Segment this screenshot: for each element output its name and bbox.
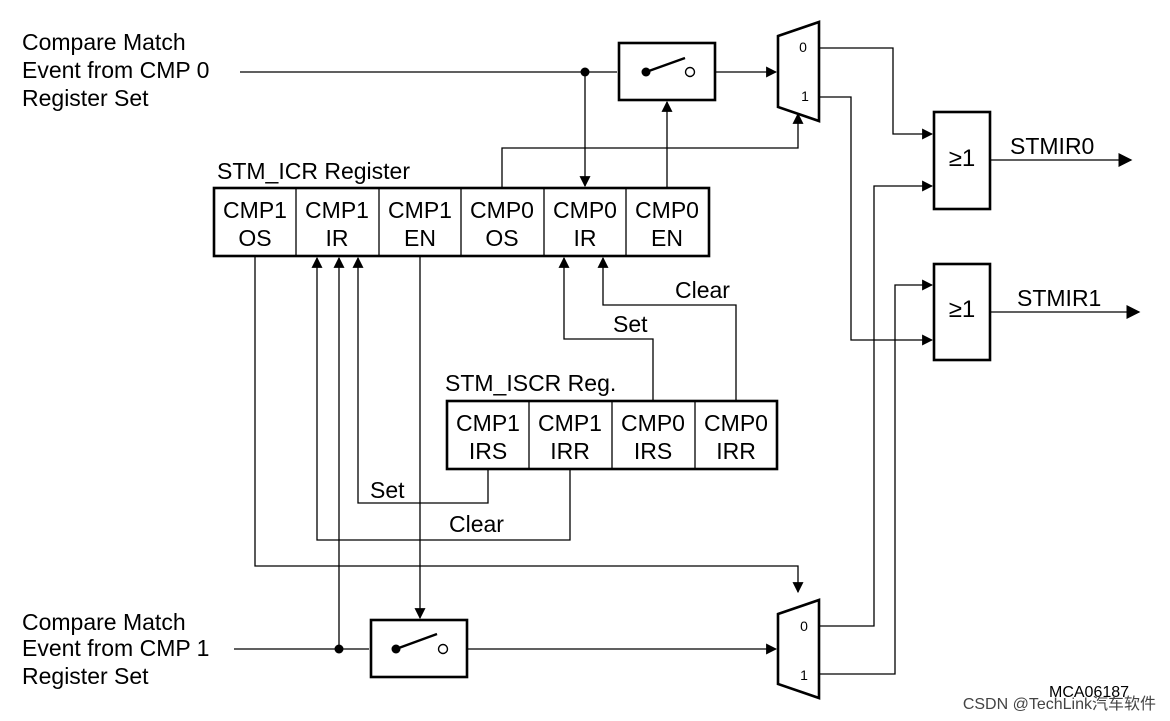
wire-mux-bottom-out1-to-gate1 xyxy=(819,279,934,675)
wire-mux-top-out0-to-gate0 xyxy=(819,47,934,140)
output-stmir1-label: STMIR1 xyxy=(1017,285,1101,311)
wire-cmp0-irs-set xyxy=(558,256,654,401)
icr-cmp0-os-bottom: OS xyxy=(485,225,518,251)
mux-top-input1-label: 1 xyxy=(801,88,809,104)
iscr-cmp0-irr-bottom: IRR xyxy=(716,438,756,464)
icr-cmp0-ir-bottom: IR xyxy=(574,225,597,251)
csdn-watermark: CSDN @TechLink汽车软件 xyxy=(963,695,1156,713)
icr-cmp1-os-bottom: OS xyxy=(238,225,271,251)
icr-cmp1-en-top: CMP1 xyxy=(388,197,452,223)
wire-cmp1-os-to-mux-select xyxy=(254,256,804,594)
icr-register-title: STM_ICR Register xyxy=(217,158,410,184)
icr-cmp1-os-top: CMP1 xyxy=(223,197,287,223)
icr-cmp0-os-top: CMP0 xyxy=(470,197,534,223)
wire-cmp1-irs-set xyxy=(352,256,489,504)
cmp0-label-line3: Register Set xyxy=(22,85,149,111)
cmp1-label-line1: Compare Match xyxy=(22,609,186,635)
or-gate-stmir0-icon: ≥1 xyxy=(932,110,992,211)
or-gate-stmir1-icon: ≥1 xyxy=(932,262,992,362)
wire-mux-top-out1-to-gate1 xyxy=(819,96,934,346)
iscr-register-title: STM_ISCR Reg. xyxy=(445,370,616,396)
iscr-cmp0-irs-bottom: IRS xyxy=(634,438,672,464)
figure-id: MCA06187 xyxy=(1049,684,1129,701)
icr-cmp0-en-bottom: EN xyxy=(651,225,683,251)
mux-bottom-icon: 0 1 xyxy=(776,598,821,700)
icr-register: CMP1 OS CMP1 IR CMP1 EN CMP0 OS CMP0 IR … xyxy=(212,186,711,258)
mux-top-icon: 0 1 xyxy=(776,20,821,123)
label-cmp0-set: Set xyxy=(613,311,648,337)
wire-cmp0-os-to-mux-select xyxy=(501,112,804,188)
icr-cmp1-ir-bottom: IR xyxy=(326,225,349,251)
iscr-cmp0-irs-top: CMP0 xyxy=(621,410,685,436)
icr-cmp1-ir-top: CMP1 xyxy=(305,197,369,223)
iscr-cmp1-irr-top: CMP1 xyxy=(538,410,602,436)
icr-cmp1-en-bottom: EN xyxy=(404,225,436,251)
iscr-register: CMP1 IRS CMP1 IRR CMP0 IRS CMP0 IRR xyxy=(445,399,779,471)
or-gate-stmir0-symbol: ≥1 xyxy=(949,145,976,172)
cmp0-input-label: Compare Match Event from CMP 0 Register … xyxy=(22,29,209,111)
wire-cmp1-irr-clear xyxy=(311,256,571,541)
iscr-cmp0-irr-top: CMP0 xyxy=(704,410,768,436)
label-cmp1-clear: Clear xyxy=(449,511,504,537)
cmp1-input-label: Compare Match Event from CMP 1 Register … xyxy=(22,609,209,689)
mux-bottom-input1-label: 1 xyxy=(800,667,808,683)
label-cmp0-clear: Clear xyxy=(675,277,730,303)
icr-cmp0-en-top: CMP0 xyxy=(635,197,699,223)
cmp0-enable-switch-icon xyxy=(617,41,717,102)
iscr-cmp1-irs-top: CMP1 xyxy=(456,410,520,436)
cmp1-label-line2: Event from CMP 1 xyxy=(22,635,209,661)
cmp0-label-line1: Compare Match xyxy=(22,29,186,55)
or-gate-stmir1-symbol: ≥1 xyxy=(949,296,976,323)
cmp1-enable-switch-icon xyxy=(369,618,469,679)
mux-top-input0-label: 0 xyxy=(799,39,807,55)
icr-cmp0-ir-top: CMP0 xyxy=(553,197,617,223)
cmp0-label-line2: Event from CMP 0 xyxy=(22,57,209,83)
output-stmir0-label: STMIR0 xyxy=(1010,133,1094,159)
cmp1-label-line3: Register Set xyxy=(22,663,149,689)
wire-cmp0-irr-clear xyxy=(597,256,737,401)
mux-bottom-input0-label: 0 xyxy=(800,618,808,634)
iscr-cmp1-irr-bottom: IRR xyxy=(550,438,590,464)
wire-mux-bottom-out0-to-gate0 xyxy=(819,180,934,627)
label-cmp1-set: Set xyxy=(370,477,405,503)
iscr-cmp1-irs-bottom: IRS xyxy=(469,438,507,464)
